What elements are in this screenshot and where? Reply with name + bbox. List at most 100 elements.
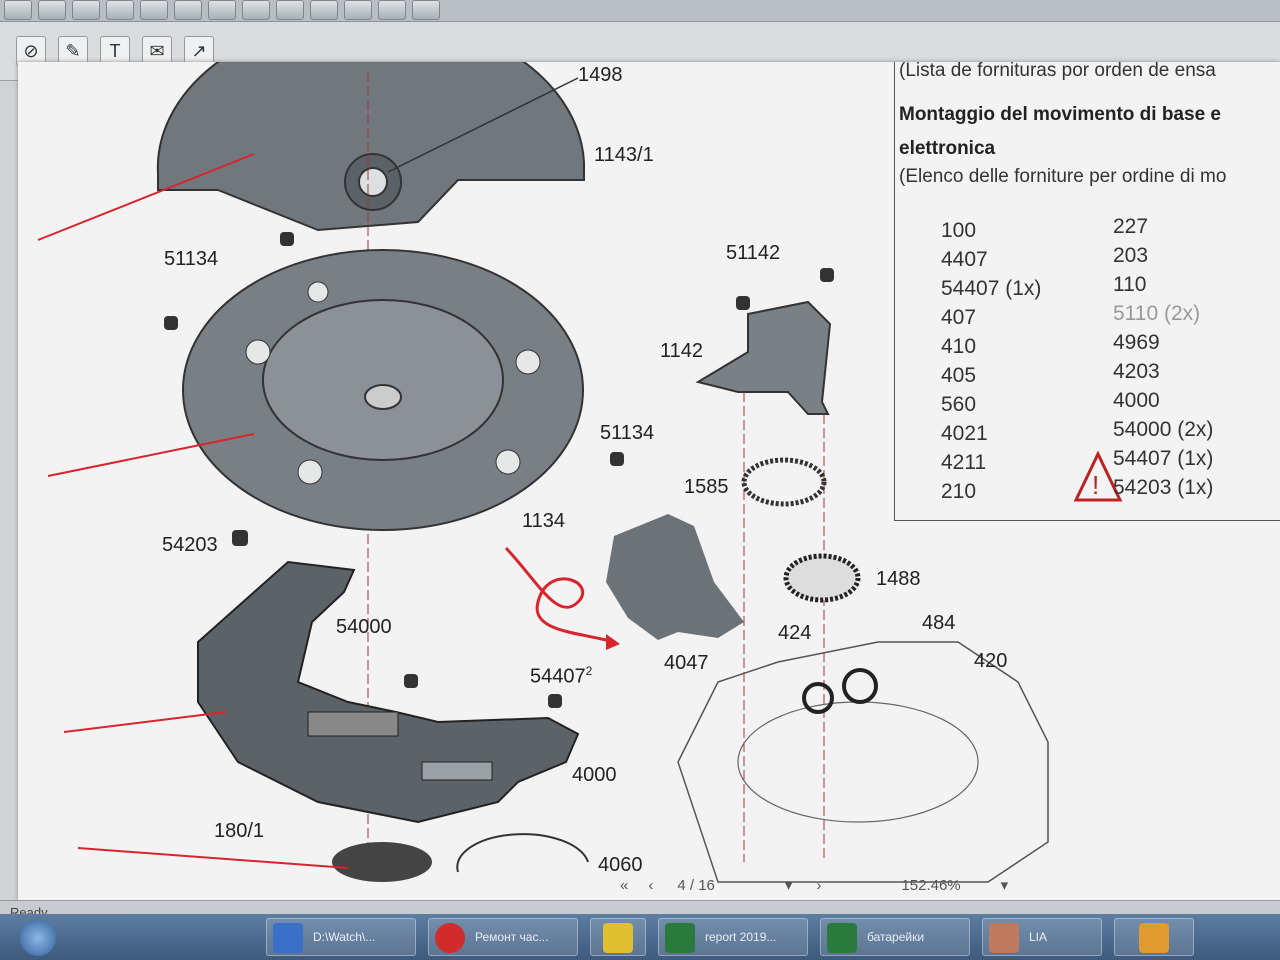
- edit-icon[interactable]: ✎: [58, 36, 88, 66]
- movement-outline: [677, 641, 1049, 883]
- list-item: 405: [941, 364, 977, 387]
- part-label: 1488: [876, 568, 921, 590]
- taskbar-item-folder[interactable]: D:\Watch\...: [266, 918, 416, 956]
- part-label: 54203: [162, 534, 218, 556]
- list-item: 560: [941, 393, 977, 416]
- svg-text:!: !: [1092, 470, 1099, 500]
- next-page-icon[interactable]: ›: [816, 876, 822, 894]
- list-item: 54000 (2x): [1113, 418, 1214, 441]
- part-label: 1142: [660, 340, 704, 362]
- wheel-1585: [741, 457, 827, 507]
- rotor-part: [156, 62, 585, 232]
- page-indicator[interactable]: 4 / 16: [677, 876, 715, 894]
- header-line: (Lista de fornituras por orden de ensa: [899, 62, 1216, 81]
- page-navigation: « ‹ 4 / 16 ▾ › 152.46% ▾: [600, 870, 1280, 900]
- text-icon[interactable]: T: [100, 36, 130, 66]
- copy-icon[interactable]: [242, 0, 270, 20]
- list-item: 5110 (2x): [1113, 302, 1201, 325]
- excel-icon: [827, 923, 857, 953]
- part-label: 1585: [684, 476, 729, 498]
- arrow-icon[interactable]: ↗: [184, 36, 214, 66]
- back-icon[interactable]: [106, 0, 134, 20]
- prev-page-icon[interactable]: ‹: [648, 876, 654, 894]
- red-annotation-line: [37, 153, 255, 241]
- red-scribble: [504, 546, 615, 644]
- section-title-2: elettronica: [899, 138, 996, 159]
- list-item: 54407 (1x): [941, 277, 1042, 300]
- top-toolbar: [0, 0, 1280, 22]
- list-item: 227: [1113, 215, 1149, 238]
- part-label: 544072: [530, 664, 593, 688]
- folder-icon: [273, 923, 303, 953]
- part-label: 1134: [522, 510, 566, 532]
- part-label: 484: [922, 612, 956, 634]
- opera-icon: [435, 923, 465, 953]
- bat-icon: [603, 923, 633, 953]
- list-item: 203: [1113, 244, 1149, 267]
- gear-180: [332, 842, 432, 882]
- part-label: 54000: [336, 616, 392, 638]
- list-item: 4000: [1113, 389, 1160, 412]
- start-button[interactable]: [20, 920, 56, 956]
- part-label: 51134: [600, 422, 655, 444]
- paste-icon[interactable]: [276, 0, 304, 20]
- taskbar-item-excel-batteries[interactable]: батарейки: [820, 918, 970, 956]
- list-item: 100: [941, 219, 977, 242]
- document-page: ! 1498 1143/1 51134 51142 1142 51134 158…: [18, 62, 1280, 900]
- list-item: 54407 (1x): [1113, 447, 1214, 470]
- exploded-diagram: !: [37, 62, 1123, 883]
- email-icon[interactable]: [72, 0, 100, 20]
- taskbar-item-paint[interactable]: [1114, 918, 1194, 956]
- list-item: 4407: [941, 248, 988, 271]
- chevron-down-icon[interactable]: ▾: [784, 877, 793, 894]
- list-item: 407: [941, 306, 977, 329]
- circuit-plate: [197, 560, 580, 824]
- list-item: 4021: [941, 422, 988, 445]
- warning-icon: [1073, 450, 1123, 502]
- list-item: 210: [941, 480, 977, 503]
- search-icon[interactable]: [344, 0, 372, 20]
- part-label: 420: [974, 650, 1008, 672]
- part-label: 4060: [598, 854, 643, 876]
- part-label: 1498: [578, 64, 623, 86]
- app-icon: [989, 923, 1019, 953]
- rotate-icon[interactable]: [310, 0, 338, 20]
- part-label: 4000: [572, 764, 617, 786]
- parts-column-1: 100 4407 54407 (1x) 407 410 405 560 4021…: [941, 216, 1041, 506]
- part-label: 424: [778, 622, 812, 644]
- list-item: 4203: [1113, 360, 1160, 383]
- paint-icon: [1139, 923, 1169, 953]
- wheel-1488: [783, 553, 861, 603]
- part-label: 1143/1: [594, 144, 654, 166]
- parts-list-panel: (Lista de fornituras por orden de ensa M…: [894, 62, 1280, 521]
- hide-icon[interactable]: ⊘: [16, 36, 46, 66]
- list-item: 110: [1113, 273, 1147, 296]
- excel-icon: [665, 923, 695, 953]
- parts-column-2: 227 203 110 5110 (2x) 4969 4203 4000 540…: [1113, 212, 1213, 502]
- bridge-part: [695, 300, 832, 415]
- fit-icon[interactable]: [412, 0, 440, 20]
- part-label: 51134: [164, 248, 219, 270]
- taskbar-item-opera[interactable]: Ремонт час...: [428, 918, 578, 956]
- taskbar-item-excel-report[interactable]: report 2019...: [658, 918, 808, 956]
- taskbar-item-app[interactable]: LIA: [982, 918, 1102, 956]
- taskbar: D:\Watch\... Ремонт час... report 2019..…: [0, 914, 1280, 960]
- zoom-level[interactable]: 152.46%: [901, 876, 961, 894]
- comment-icon[interactable]: ✉: [142, 36, 172, 66]
- open-icon[interactable]: [4, 0, 32, 20]
- list-item: 4969: [1113, 331, 1160, 354]
- part-label: 180/1: [214, 820, 265, 842]
- page-icon[interactable]: [378, 0, 406, 20]
- redo-icon[interactable]: [208, 0, 236, 20]
- coil-part-4047: [606, 514, 744, 640]
- undo-icon[interactable]: [174, 0, 202, 20]
- section-title: Montaggio del movimento di base e: [899, 104, 1221, 125]
- first-page-icon[interactable]: «: [620, 876, 629, 894]
- list-item: 4211: [941, 451, 987, 474]
- taskbar-item-bat[interactable]: [590, 918, 646, 956]
- forward-icon[interactable]: [140, 0, 168, 20]
- print-icon[interactable]: [38, 0, 66, 20]
- list-item: 54203 (1x): [1113, 476, 1214, 499]
- part-label: 51142: [726, 242, 781, 264]
- zoom-dropdown-icon[interactable]: ▾: [1000, 877, 1009, 894]
